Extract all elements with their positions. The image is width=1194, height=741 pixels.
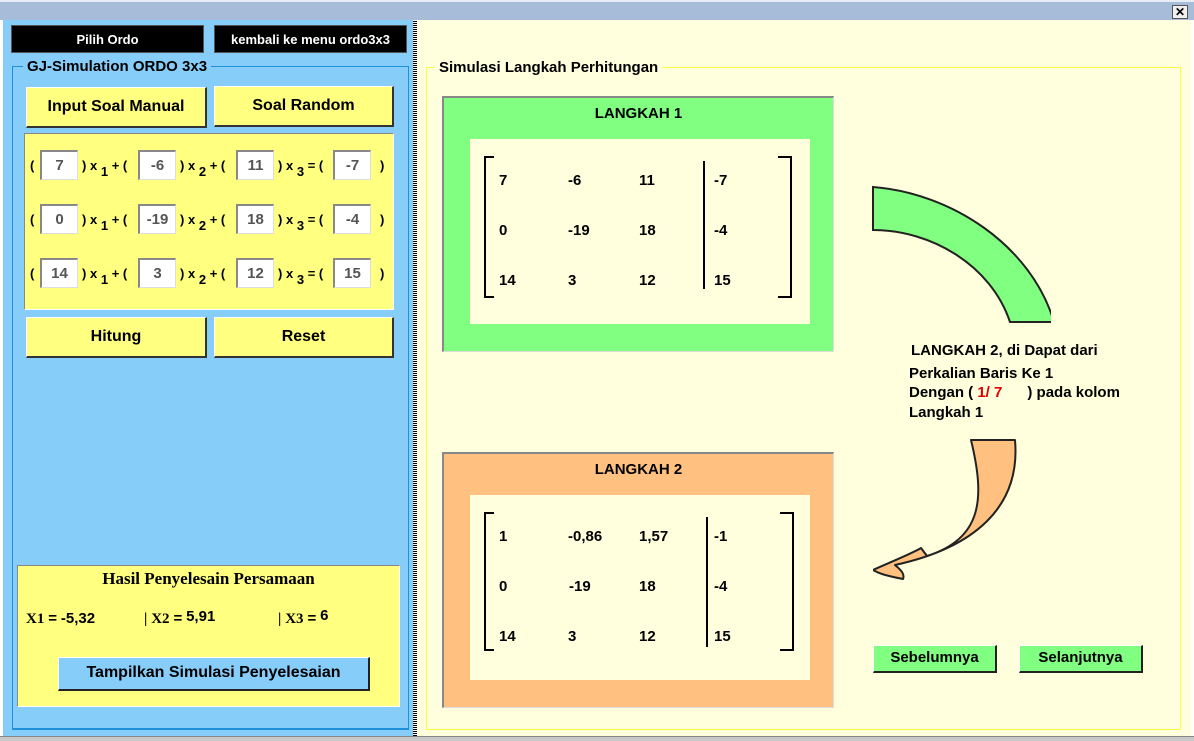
simulasi-group: Simulasi Langkah Perhitungan LANGKAH 1 7… xyxy=(426,59,1181,730)
result-title: Hasil Penyelesain Persamaan xyxy=(102,569,315,588)
group-title: GJ-Simulation ORDO 3x3 xyxy=(23,58,212,76)
coef-a22-input[interactable] xyxy=(138,204,176,234)
step2-box: LANGKAH 2 1 -0,86 1,57 -1 0 -19 18 -4 14… xyxy=(442,452,834,708)
kembali-menu-button[interactable]: kembali ke menu ordo3x3 xyxy=(214,25,407,53)
reset-button[interactable]: Reset xyxy=(214,317,394,358)
close-button[interactable]: ✕ xyxy=(1172,5,1188,19)
result-x1: X1 = -5,32 xyxy=(26,610,96,627)
selanjutnya-button[interactable]: Selanjutnya xyxy=(1019,645,1143,673)
bracket-left xyxy=(484,156,494,298)
bracket-right xyxy=(778,156,792,298)
step1-box: LANGKAH 1 7 -6 11 -7 0 -19 18 -4 14 3 12… xyxy=(442,96,834,352)
window-titlebar: ✕ xyxy=(0,0,1194,20)
step1-matrix: 7 -6 11 -7 0 -19 18 -4 14 3 12 15 xyxy=(470,139,810,324)
coef-a11-input[interactable] xyxy=(40,150,78,180)
hitung-button[interactable]: Hitung xyxy=(26,317,207,358)
step-description-line3: Dengan ( 1/ 7 ) pada kolom xyxy=(909,384,1120,401)
coef-a13-input[interactable] xyxy=(236,150,274,180)
result-x3: | X3 = 6 xyxy=(278,607,329,627)
step1-title: LANGKAH 1 xyxy=(594,105,683,122)
step2-matrix: 1 -0,86 1,57 -1 0 -19 18 -4 14 3 12 15 xyxy=(470,495,810,680)
pilih-ordo-button[interactable]: Pilih Ordo xyxy=(11,25,204,53)
step-description-line4: Langkah 1 xyxy=(909,404,984,421)
const-b1-input[interactable] xyxy=(333,150,371,180)
result-x2: | X2 = 5,91 xyxy=(144,608,216,627)
close-icon: ✕ xyxy=(1174,5,1186,19)
const-b3-input[interactable] xyxy=(333,258,371,288)
input-soal-manual-button[interactable]: Input Soal Manual xyxy=(26,87,207,128)
right-panel: Simulasi Langkah Perhitungan LANGKAH 1 7… xyxy=(417,20,1191,736)
multiplier-factor: 1/ 7 xyxy=(977,384,1003,401)
step2-title: LANGKAH 2 xyxy=(594,461,683,478)
coef-a32-input[interactable] xyxy=(138,258,176,288)
coef-a33-input[interactable] xyxy=(236,258,274,288)
augment-bar xyxy=(706,517,708,647)
step-description-line2: Perkalian Baris Ke 1 xyxy=(909,365,1054,382)
tampilkan-simulasi-button[interactable]: Tampilkan Simulasi Penyelesaian xyxy=(58,657,370,691)
group-title: Simulasi Langkah Perhitungan xyxy=(435,59,663,77)
window-bottom-border xyxy=(0,736,1194,741)
orange-curved-arrow-icon xyxy=(873,439,1017,580)
green-curved-arrow-icon xyxy=(872,185,1051,323)
const-b2-input[interactable] xyxy=(333,204,371,234)
bracket-left xyxy=(484,512,494,651)
bracket-right xyxy=(780,512,794,651)
coef-a31-input[interactable] xyxy=(40,258,78,288)
left-panel: Pilih Ordo kembali ke menu ordo3x3 GJ-Si… xyxy=(3,20,413,736)
result-panel: Hasil Penyelesain Persamaan X1 = -5,32 |… xyxy=(17,565,400,707)
equation-panel: ( ) x 1 + ( ) x 2 + ( ) x 3 = ( ) ( ) x … xyxy=(24,133,394,310)
coef-a12-input[interactable] xyxy=(138,150,176,180)
coef-a23-input[interactable] xyxy=(236,204,274,234)
sebelumnya-button[interactable]: Sebelumnya xyxy=(873,645,997,673)
coef-a21-input[interactable] xyxy=(40,204,78,234)
augment-bar xyxy=(703,161,705,289)
gj-simulation-group: GJ-Simulation ORDO 3x3 xyxy=(12,58,409,730)
pane-splitter[interactable] xyxy=(413,20,417,736)
soal-random-button[interactable]: Soal Random xyxy=(214,86,394,127)
step-description-line1: LANGKAH 2, di Dapat dari xyxy=(911,342,1098,359)
